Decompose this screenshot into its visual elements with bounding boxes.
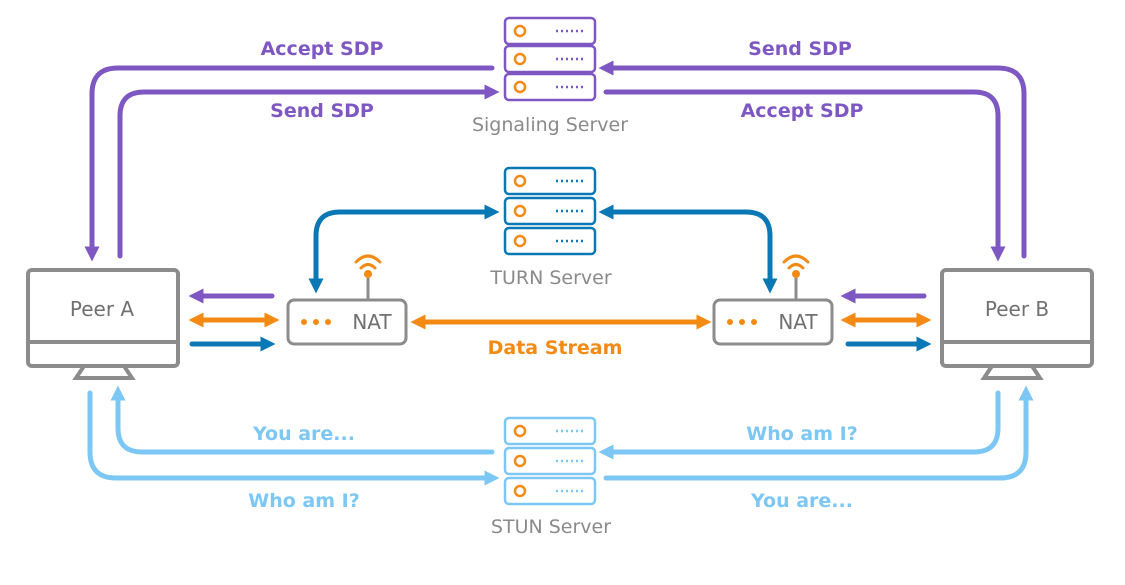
peer-a-nat-arrows — [188, 288, 280, 352]
turn-arrow-right — [598, 204, 778, 294]
turn-arrow-left — [308, 204, 500, 294]
signaling-arrow-right-inner — [603, 89, 1006, 262]
monitor-icon — [940, 268, 1094, 380]
signaling-arrow-right-outer — [598, 60, 1027, 259]
stun-label-right-inner: Who am I? — [746, 423, 857, 445]
stun-server: STUN Server — [491, 416, 611, 538]
stun-arrow-right-outer — [603, 385, 1034, 481]
wifi-icon — [782, 254, 810, 278]
turn-server-label: TURN Server — [489, 267, 611, 289]
stun-label-right-outer: You are... — [750, 490, 853, 512]
signaling-label-right-inner: Accept SDP — [741, 100, 864, 122]
peer-b-label: Peer B — [985, 297, 1049, 321]
monitor-icon — [26, 268, 180, 380]
peer-a-label: Peer A — [70, 297, 135, 321]
peer-b-nat-arrows — [840, 288, 932, 352]
server-rack-icon — [503, 416, 597, 506]
nat-b-box — [712, 298, 834, 346]
signaling-arrow-left-inner — [117, 84, 500, 259]
turn-server: TURN Server — [489, 166, 612, 289]
peer-b: Peer B — [940, 268, 1094, 380]
nat-a-box — [286, 298, 408, 346]
stun-arrow-left-inner — [110, 385, 495, 455]
nat-b: NAT — [712, 254, 834, 346]
data-stream-flow: Data Stream — [410, 314, 712, 359]
signaling-label-right-outer: Send SDP — [748, 38, 852, 60]
nat-a: NAT — [286, 254, 408, 346]
wifi-icon — [354, 254, 382, 278]
signaling-server-label: Signaling Server — [472, 114, 628, 136]
nat-a-label: NAT — [352, 310, 392, 334]
server-rack-icon — [503, 16, 597, 102]
peer-a: Peer A — [26, 268, 180, 380]
stun-label-left-inner: You are... — [252, 423, 355, 445]
signaling-label-left-inner: Send SDP — [270, 100, 374, 122]
stun-server-label: STUN Server — [491, 516, 611, 538]
nat-b-dots — [727, 319, 757, 325]
turn-flows — [308, 204, 778, 294]
stun-arrow-right-inner — [598, 390, 1001, 460]
signaling-arrow-left-outer — [84, 65, 495, 262]
signaling-flows: Accept SDP Send SDP Send SDP Accept SDP — [84, 38, 1027, 262]
stun-arrow-left-outer — [87, 390, 500, 486]
stun-flows: You are... Who am I? Who am I? You are..… — [87, 385, 1034, 512]
nat-a-dots — [301, 319, 331, 325]
stun-label-left-outer: Who am I? — [248, 490, 359, 512]
signaling-label-left-outer: Accept SDP — [261, 38, 384, 60]
data-stream-label: Data Stream — [488, 337, 623, 359]
nat-b-label: NAT — [778, 310, 818, 334]
server-rack-icon — [503, 166, 597, 256]
signaling-server: Signaling Server — [472, 16, 628, 136]
